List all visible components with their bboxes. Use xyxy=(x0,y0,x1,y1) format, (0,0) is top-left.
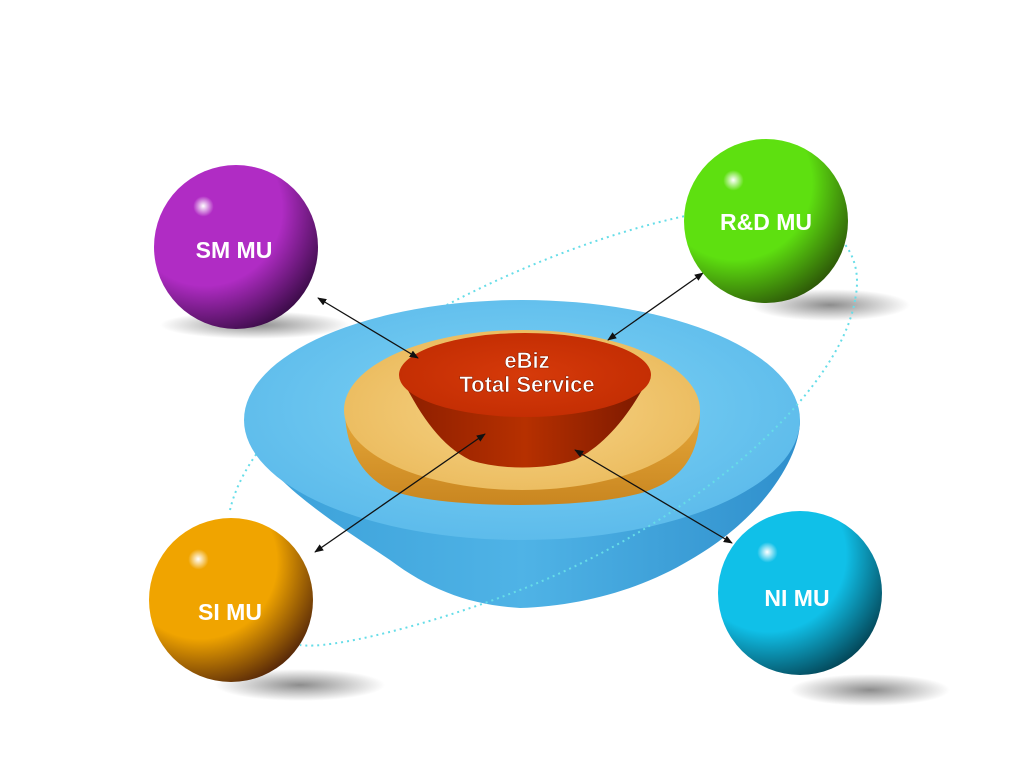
connector-sm xyxy=(317,297,419,359)
node-rd: R&D MU xyxy=(684,139,848,303)
connector-si xyxy=(314,433,486,553)
node-label-ni: NI MU xyxy=(764,585,829,611)
sphere-ni xyxy=(718,511,882,675)
center-title-line1: eBiz xyxy=(504,348,549,373)
node-label-rd: R&D MU xyxy=(720,209,812,235)
orbit-ring-front xyxy=(299,299,856,647)
node-label-si: SI MU xyxy=(198,599,262,625)
connector-ni xyxy=(574,449,733,544)
sphere-si xyxy=(149,518,313,682)
node-sm: SM MU xyxy=(154,165,318,329)
center-title-line2: Total Service xyxy=(459,372,594,397)
connector-rd xyxy=(607,272,704,341)
node-label-sm: SM MU xyxy=(196,237,273,263)
node-ni: NI MU xyxy=(718,511,882,675)
node-si: SI MU xyxy=(149,518,313,682)
shadow-ni xyxy=(790,674,950,706)
orbit-ring-back xyxy=(229,208,858,511)
sphere-rd xyxy=(684,139,848,303)
sphere-sm xyxy=(154,165,318,329)
connectors xyxy=(314,272,733,553)
